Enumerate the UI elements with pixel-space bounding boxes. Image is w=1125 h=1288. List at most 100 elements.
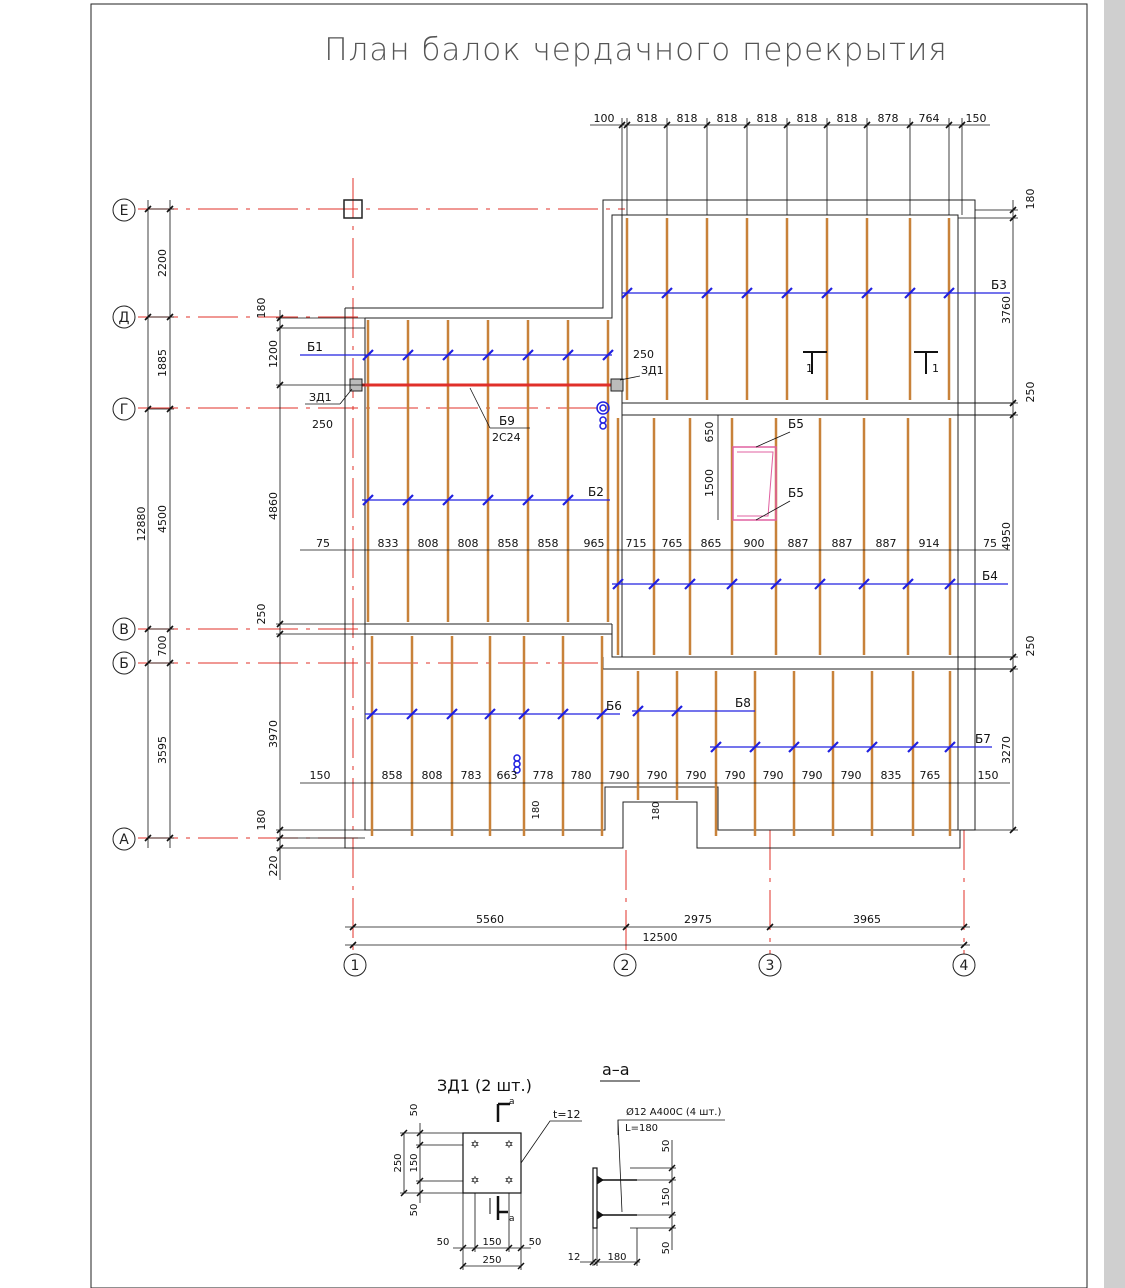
label-650: 650 xyxy=(703,422,716,443)
leader-zd1-right xyxy=(619,375,641,381)
row1-dim: 808 xyxy=(418,537,439,550)
row2-dim: 783 xyxy=(461,769,482,782)
row2-dim: 808 xyxy=(422,769,443,782)
row2-dim: 790 xyxy=(841,769,862,782)
label-zd1-left: ЗД1 xyxy=(309,391,332,404)
row2-dim: 663 xyxy=(497,769,518,782)
row1-dim: 765 xyxy=(662,537,683,550)
row2-dim: 780 xyxy=(571,769,592,782)
bottom-dim-total: 12500 xyxy=(643,931,678,944)
drawing-title: План балок чердачного перекрытия xyxy=(324,32,948,68)
label-b5b: Б5 xyxy=(788,486,804,500)
label-b9: Б9 xyxy=(499,414,515,428)
section-aa xyxy=(580,1119,725,1266)
detail-dim-labels: 50 150 50 250 50 150 50 250 xyxy=(393,1104,541,1266)
anchor-icon: ✡ xyxy=(504,1138,513,1151)
axis-label-V: В xyxy=(119,622,129,638)
leader-thickness xyxy=(520,1120,582,1164)
d-dim: 50 xyxy=(409,1204,420,1217)
top-dim: 818 xyxy=(797,112,818,125)
section-cut-a-top xyxy=(496,1102,510,1122)
inner-dim: 3970 xyxy=(267,720,280,748)
inner-dim: 1200 xyxy=(267,340,280,368)
label-b6: Б6 xyxy=(606,699,622,713)
row1-dim: 965 xyxy=(584,537,605,550)
top-dim: 764 xyxy=(919,112,940,125)
label-b5a: Б5 xyxy=(788,417,804,431)
section-cut-1-left xyxy=(803,351,827,374)
section-letter-top: а xyxy=(509,1097,515,1107)
top-ticks xyxy=(618,121,966,129)
tick-set-b6 xyxy=(366,708,608,720)
label-b9-profile: 2С24 xyxy=(492,431,521,444)
axis-bubble-3 xyxy=(758,953,782,977)
leader-b9 xyxy=(469,387,491,429)
row1-dim: 808 xyxy=(458,537,479,550)
bottom-dim: 5560 xyxy=(476,913,504,926)
section-plate xyxy=(592,1167,598,1229)
axis-label-D: Д xyxy=(119,310,130,326)
column-marker xyxy=(343,199,363,219)
leader-b5a xyxy=(755,431,791,448)
pipe-marker xyxy=(596,401,610,415)
inner-ticks xyxy=(276,314,284,852)
s-dim: 180 xyxy=(607,1252,626,1263)
right-dim: 4950 xyxy=(1000,522,1013,550)
axis-bubble-B xyxy=(112,651,136,675)
left-inner-dim-labels: 180 1200 4860 250 3970 180 220 xyxy=(255,298,280,877)
row2-dim: 150 xyxy=(978,769,999,782)
leader-zd1-left-2 xyxy=(339,388,353,405)
row2-dim: 790 xyxy=(763,769,784,782)
dim-v-ext xyxy=(400,1132,463,1194)
element-labels: Б1 Б2 Б3 Б4 Б5 Б5 Б6 Б7 Б8 Б9 2С24 ЗД1 З… xyxy=(307,278,1007,821)
top-dim-labels: 100 818 818 818 818 818 818 878 764 150 xyxy=(594,112,987,125)
label-b3: Б3 xyxy=(991,278,1007,292)
d-dim: 250 xyxy=(393,1153,404,1172)
top-dim: 878 xyxy=(878,112,899,125)
row2-dim: 765 xyxy=(920,769,941,782)
row1-dim: 833 xyxy=(378,537,399,550)
bottom-dim: 3965 xyxy=(853,913,881,926)
label-zd1-right: ЗД1 xyxy=(641,364,664,377)
row1-dim: 865 xyxy=(701,537,722,550)
tick-set-b1 xyxy=(362,349,614,361)
axis-bubble-2 xyxy=(613,953,637,977)
row1-dim: 914 xyxy=(919,537,940,550)
row1-dim: 900 xyxy=(744,537,765,550)
axis-label-4: 4 xyxy=(960,958,969,974)
left-dim: 3595 xyxy=(156,736,169,764)
joists xyxy=(366,218,952,836)
left-outer-dim-labels: 12880 2200 1885 4500 700 3595 xyxy=(135,249,169,764)
pipe-marker xyxy=(599,404,607,412)
left-dim: 700 xyxy=(156,636,169,657)
axis-label-2: 2 xyxy=(621,958,630,974)
section-mark-left: 1 xyxy=(806,362,813,375)
leader-b5b xyxy=(755,500,791,521)
pipe-marker xyxy=(513,766,521,774)
top-dim: 818 xyxy=(837,112,858,125)
weld-bottom xyxy=(596,1210,604,1220)
detail-zd1: ЗД1 (2 шт.) а–а ✡ ✡ ✡ ✡ а а t=12 xyxy=(393,1060,725,1270)
left-inner-ext xyxy=(276,317,365,849)
row2-dim-labels: 150 858 808 783 663 778 780 790 790 790 … xyxy=(310,769,999,782)
section-cut-1-right xyxy=(914,351,938,374)
label-b7: Б7 xyxy=(975,732,991,746)
axis-bubble-V xyxy=(112,617,136,641)
row2-dim: 790 xyxy=(686,769,707,782)
tick-set-b4 xyxy=(612,578,956,590)
inner-dim: 180 xyxy=(255,298,268,319)
d-dim: 150 xyxy=(409,1153,420,1172)
bracing-ticks xyxy=(362,287,956,753)
inner-dim: 180 xyxy=(255,810,268,831)
dimension-ticks xyxy=(144,121,1017,949)
opening-inner xyxy=(737,451,774,517)
label-b8: Б8 xyxy=(735,696,751,710)
left-dim: 1885 xyxy=(156,349,169,377)
row1-dim: 858 xyxy=(538,537,559,550)
axis-label-G: Г xyxy=(120,402,129,418)
right-dim: 3760 xyxy=(1000,296,1013,324)
row2-dim: 790 xyxy=(802,769,823,782)
right-dim: 250 xyxy=(1024,382,1037,403)
plate-thickness: t=12 xyxy=(553,1108,581,1121)
inner-dim: 220 xyxy=(267,856,280,877)
